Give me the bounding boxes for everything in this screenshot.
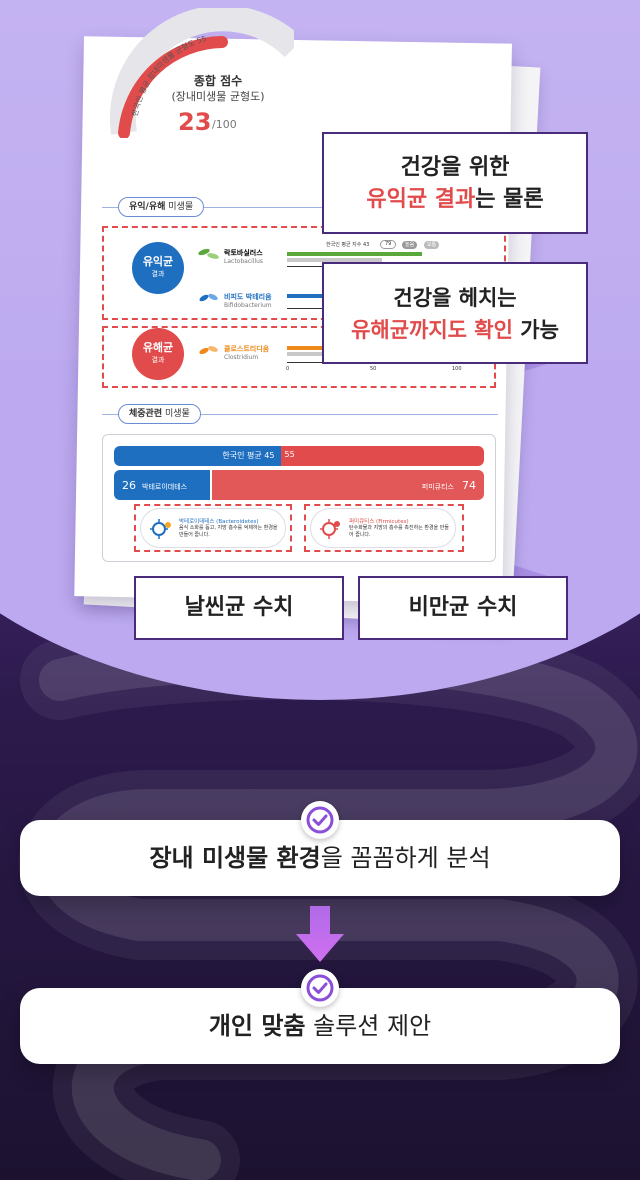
axis-tick-50: 50 [370, 366, 377, 372]
average-bacteroidetes-segment: 한국인 평균 45 [114, 446, 281, 466]
lactobacillus-icon [198, 248, 219, 259]
firmicutes-note: 퍼미큐티스 (Firmicutes) 탄수화물과 지방의 흡수를 촉진하는 환경… [310, 508, 456, 548]
gauge-title: 종합 점수 [193, 74, 243, 88]
check-circle-icon [301, 969, 339, 1007]
legend-chip-high: 높음 [402, 241, 418, 249]
section1-divider [102, 207, 498, 208]
bifidobacterium-icon [199, 293, 218, 302]
total-score: 23 [178, 108, 212, 136]
legend-average: 한국인 평균 지수 43 [326, 242, 370, 248]
callout-obesity-bacteria: 비만균 수치 [358, 576, 568, 640]
check-circle-icon [301, 801, 339, 839]
bifidobacterium-bar [287, 294, 327, 298]
bacteria-icon [320, 519, 340, 539]
section1-title: 유익/유해 미생물 [118, 197, 205, 217]
bacteria-latin-clostridium: Clostridium [224, 354, 259, 361]
bacteria-latin-lactobacillus: Lactobacillus [224, 258, 264, 265]
bacteria-latin-bifidobacterium: Bifidobacterium [224, 302, 272, 309]
bacteria-icon [150, 519, 171, 539]
legend-pill: 79 [380, 240, 397, 249]
gauge-fill-arc [118, 36, 228, 138]
legend-chip-mid: 보통 [424, 241, 440, 249]
user-ratio-bar: 26 박테로이데테스 퍼미큐티스 74 [114, 470, 484, 500]
callout-beneficial: 건강을 위한 유익균 결과는 물론 [322, 132, 588, 234]
section2-divider [102, 414, 498, 415]
score-gauge: 한국인 평균 장내미생물 균형도 55 [109, 8, 294, 138]
clostridium-icon [199, 346, 218, 355]
bacteroidetes-note: 박테로이데테스 (Bacteroidetes) 음식 소화를 돕고, 지방 흡수… [140, 508, 286, 548]
arrow-down-icon [296, 906, 344, 962]
analysis-card: 장내 미생물 환경을 꼼꼼하게 분석 [20, 820, 620, 896]
axis-tick-0: 0 [286, 366, 290, 372]
average-firmicutes-segment: 55 [280, 446, 484, 466]
section2-title: 체중관련 미생물 [118, 404, 201, 424]
bacteria-name-clostridium: 클로스트리디움 [224, 345, 270, 353]
user-firmicutes-segment: 퍼미큐티스 74 [212, 470, 484, 500]
lactobacillus-avg-bar [287, 258, 382, 262]
axis-tick-100: 100 [452, 366, 462, 372]
bacteria-name-bifidobacterium: 비피도 박테리움 [224, 293, 272, 301]
bacteroidetes-highlight-box [134, 504, 292, 552]
firmicutes-highlight-box [304, 504, 464, 552]
score-max: /100 [212, 118, 237, 131]
callout-slim-bacteria: 날씬균 수치 [134, 576, 344, 640]
callout-harmful: 건강을 헤치는 유해균까지도 확인 가능 [322, 262, 588, 364]
gauge-subtitle: (장내미생물 균형도) [171, 90, 265, 103]
average-ratio-bar: 한국인 평균 45 55 [114, 446, 484, 466]
user-bacteroidetes-segment: 26 박테로이데테스 [114, 470, 211, 500]
lactobacillus-bar [287, 252, 422, 256]
bacteria-name-lactobacillus: 락토바실러스 [224, 249, 263, 257]
